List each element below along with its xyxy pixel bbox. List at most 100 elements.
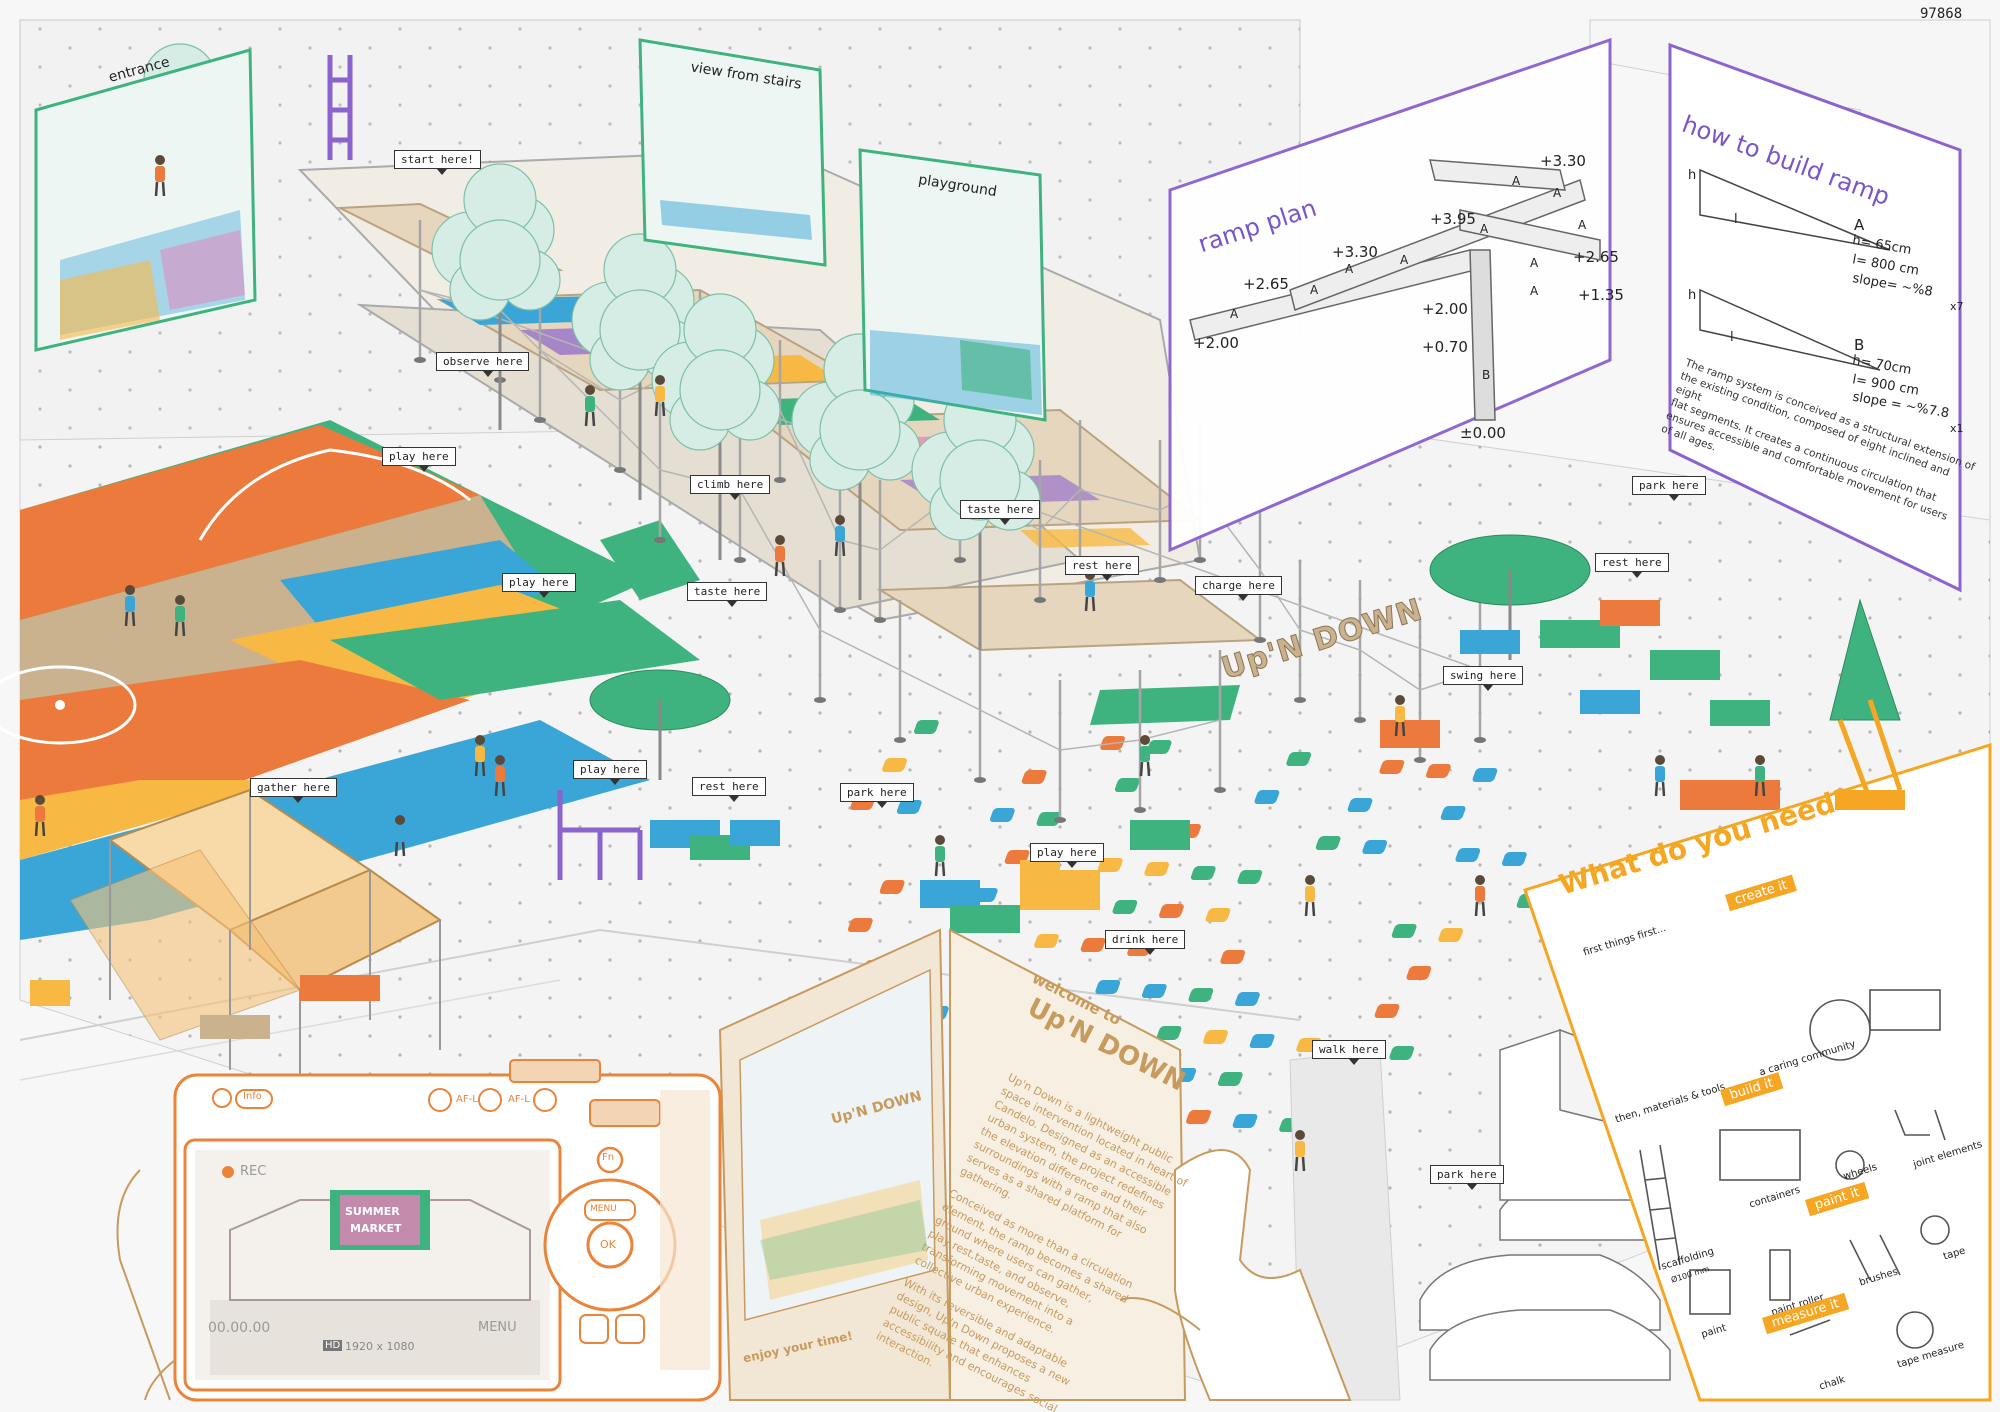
ramp-plan-panel [1168,37,1612,553]
level-395: +3.95 [1430,210,1476,228]
floor-tile [1190,866,1216,880]
floor-tile [1036,812,1062,826]
level-265-left: +2.65 [1243,275,1289,293]
segment-a-2: A [1310,283,1319,297]
tree [431,163,561,430]
person [494,755,506,797]
label-play-here-2: play here [502,573,576,598]
label-climb-here: climb here [690,475,771,500]
floor-tile [1389,1046,1415,1060]
floor-tile [1220,950,1246,964]
purple-frames [327,55,643,880]
pole-foot [734,557,746,563]
how-to-h-a: h [1688,168,1697,183]
pole-foot [774,477,786,483]
pole-foot [1194,557,1206,563]
floor-tile [1156,1026,1182,1040]
camera-hd: HD [323,1340,343,1351]
segment-a-8: A [1530,256,1539,270]
pole-foot [1354,717,1366,723]
scaffold-rail [1079,489,1161,511]
scaffold-rail [819,629,901,671]
person [1139,735,1151,777]
pole-foot [1414,757,1426,763]
scaffold-rail [979,709,1061,751]
ramp-b-count: x1 [1950,422,1964,435]
floor-tile [1080,938,1106,952]
scaffold-rail [779,409,841,541]
floor-tile [1114,778,1140,792]
floor-tile [1315,836,1341,850]
pole-foot [534,417,546,423]
person [1474,875,1486,917]
person [34,795,46,837]
floor-tile [1188,988,1214,1002]
label-rest-here-2: rest here [1595,553,1669,578]
pole-foot [1214,787,1226,793]
scaffold-rail [1139,719,1221,741]
person [174,595,186,637]
segment-a-10: A [1345,262,1354,276]
label-play-here-1: play here [382,447,456,472]
camera-rec: REC [240,1164,267,1179]
segment-b: B [1482,368,1491,382]
guide-paper [1523,699,1992,1402]
pole-foot [414,357,426,363]
label-taste-here-1: taste here [960,500,1041,525]
scaffold-rail [499,309,661,471]
scaffold-rail [1039,489,1081,531]
floor-tile [1186,1110,1211,1124]
floor-tile [1237,870,1263,884]
floor-tile [1095,980,1121,994]
pole-foot [1474,737,1486,743]
floor-tile [1379,760,1405,774]
person [1394,695,1406,737]
floor-tile [1159,904,1184,918]
scaffold-rail [1059,739,1141,751]
camera-info-button: Info [243,1091,262,1102]
floor-tile [1391,924,1417,938]
person [774,535,786,577]
floor-tile [882,758,907,772]
label-park-here-3: park here [1430,1165,1504,1190]
floor-tile [1455,848,1481,862]
floor-tile [1021,770,1047,784]
person [654,375,666,417]
segment-a-4: A [1480,222,1489,236]
scaffold-rail [1299,629,1361,651]
pole-foot [1154,577,1166,583]
camera-ok-button: OK [600,1238,616,1251]
floor-tile [1217,1072,1243,1086]
how-to-l-a: l [1734,212,1738,227]
label-start-here: start here! [394,150,481,175]
tree [651,293,781,560]
segment-a-5: A [1512,174,1521,188]
floor-tile [1374,1004,1400,1018]
ramp-b-name: B [1854,336,1865,354]
pole-foot [1254,637,1266,643]
person [124,585,136,627]
segment-a-1: A [1230,307,1239,321]
floor-tile [1144,862,1170,876]
label-play-here-3: play here [573,760,647,785]
level-070: +0.70 [1422,338,1468,356]
person [154,155,166,197]
ramp-a-count: x7 [1950,300,1964,313]
floor-tile [1235,992,1260,1006]
camera-afl-button-1: AF-L [456,1094,478,1105]
floor-tile [1440,806,1466,820]
level-265-right: +2.65 [1573,248,1619,266]
floor-tile [1438,928,1464,942]
floor-tile [896,800,922,814]
segment-a-7: A [1578,218,1587,232]
camera [116,1059,722,1402]
gather-pavilion [30,788,442,1080]
floor-tile [1472,768,1498,782]
floor-tile [1097,858,1123,872]
floor-tile [1232,1114,1258,1128]
people [34,155,1766,1172]
market-banner-line2: MARKET [350,1222,402,1235]
floor-tile [1502,852,1527,866]
segment-a-9: A [1530,284,1539,298]
scaffold-rail [539,349,621,401]
